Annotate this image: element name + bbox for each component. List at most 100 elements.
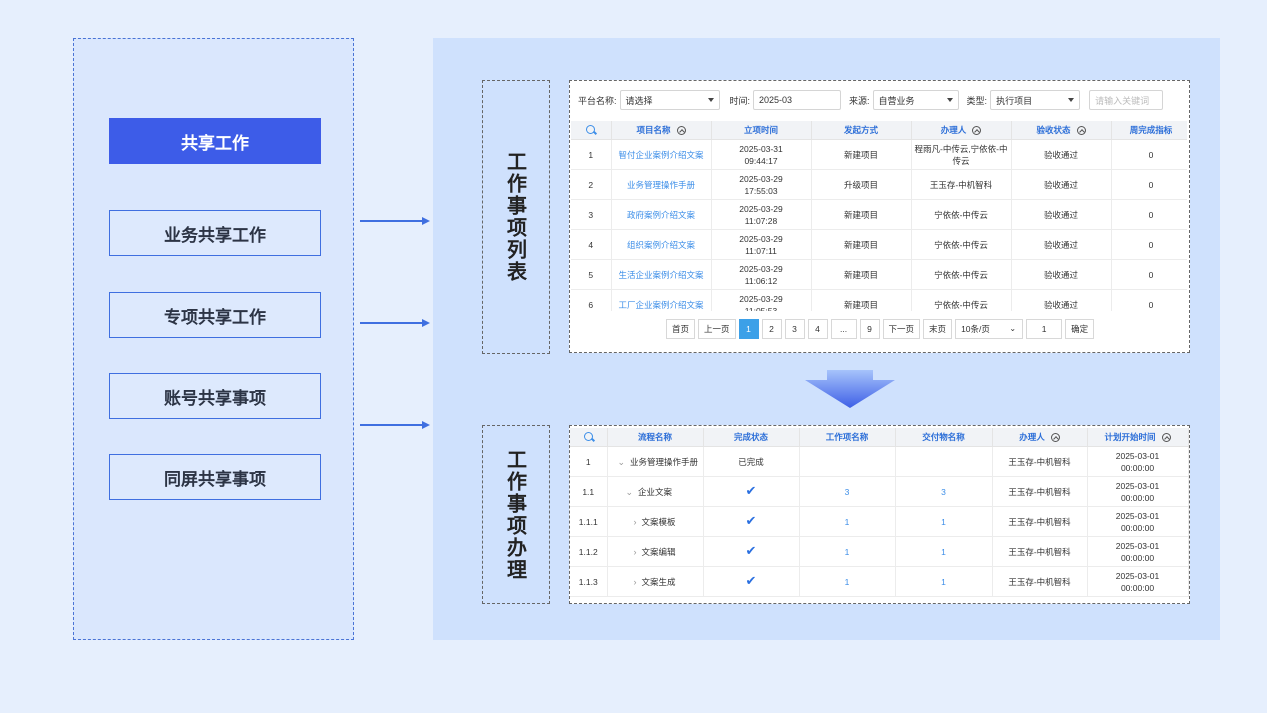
- handle-section-label: 工作事项办理: [482, 425, 550, 604]
- first-page-button[interactable]: 首页: [666, 319, 696, 339]
- table-search[interactable]: [571, 121, 612, 140]
- row-number: 1.1: [570, 476, 608, 507]
- search-icon[interactable]: [583, 431, 593, 441]
- deliverable-count[interactable]: [895, 446, 993, 477]
- complete-status: ✔: [703, 536, 800, 567]
- prev-page-button[interactable]: 上一页: [698, 319, 736, 339]
- work-item-count[interactable]: 1: [799, 566, 896, 597]
- chevron-down-icon: [1068, 98, 1075, 102]
- work-item-count[interactable]: [799, 446, 896, 477]
- page-9[interactable]: 9: [859, 319, 880, 339]
- col-method: 发起方式: [811, 121, 912, 140]
- category-business-shared[interactable]: 业务共享工作: [109, 210, 321, 256]
- platform-select[interactable]: 请选择: [619, 90, 720, 110]
- keyword-input[interactable]: 请输入关键词: [1089, 90, 1164, 110]
- chevron-right-icon[interactable]: ›: [633, 576, 637, 587]
- goto-page-input[interactable]: 1: [1026, 319, 1063, 339]
- check-icon: ✔: [745, 483, 757, 498]
- project-name-link[interactable]: 组织案例介绍文案: [611, 229, 712, 260]
- sort-icon[interactable]: [1076, 126, 1086, 136]
- page-3[interactable]: 3: [784, 319, 805, 339]
- deliverable-count[interactable]: 1: [895, 506, 993, 537]
- flow-name[interactable]: ⌄业务管理操作手册: [607, 446, 704, 477]
- project-name-link[interactable]: 业务管理操作手册: [611, 169, 712, 200]
- status: 验收通过: [1011, 139, 1112, 170]
- project-name-link[interactable]: 智付企业案例介绍文案: [611, 139, 712, 170]
- chevron-down-icon[interactable]: ⌄: [625, 486, 634, 497]
- confirm-button[interactable]: 确定: [1065, 319, 1095, 339]
- last-page-button[interactable]: 末页: [923, 319, 953, 339]
- category-account-shared[interactable]: 账号共享事项: [109, 373, 321, 419]
- category-screen-shared[interactable]: 同屏共享事项: [109, 454, 321, 500]
- connector-arrow: [360, 319, 430, 327]
- work-item-count[interactable]: 1: [799, 506, 896, 537]
- chevron-right-icon[interactable]: ›: [633, 516, 637, 527]
- complete-status: ✔: [703, 566, 800, 597]
- page-2[interactable]: 2: [761, 319, 782, 339]
- sort-icon[interactable]: [1050, 433, 1060, 443]
- page-1[interactable]: 1: [738, 319, 759, 339]
- metric: 0: [1111, 259, 1187, 290]
- type-select[interactable]: 执行项目: [990, 90, 1081, 110]
- list-section-label: 工作事项列表: [482, 80, 550, 354]
- category-shared-work[interactable]: 共享工作: [109, 118, 321, 164]
- flow-name[interactable]: ›文案生成: [607, 566, 704, 597]
- sort-icon[interactable]: [972, 126, 982, 136]
- flow-name[interactable]: ›文案编辑: [607, 536, 704, 567]
- page-ellipsis[interactable]: ...: [830, 319, 857, 339]
- complete-status: ✔: [703, 506, 800, 537]
- page-size-select[interactable]: 10条/页 ⌄: [955, 319, 1024, 339]
- search-icon[interactable]: [586, 124, 596, 134]
- row-number: 1.1.2: [570, 536, 608, 567]
- page-4[interactable]: 4: [807, 319, 828, 339]
- deliverable-count[interactable]: 1: [895, 566, 993, 597]
- chevron-down-icon[interactable]: ⌄: [617, 456, 626, 467]
- chevron-right-icon[interactable]: ›: [633, 546, 637, 557]
- col-project-name: 项目名称: [611, 121, 712, 140]
- project-name-link[interactable]: 工厂企业案例介绍文案: [611, 289, 712, 311]
- sort-icon[interactable]: [1161, 433, 1171, 443]
- flow-card: 流程名称 完成状态 工作项名称 交付物名称 办理人 计划开始时间 1⌄业务管理操…: [569, 425, 1190, 604]
- metric: 0: [1111, 169, 1187, 200]
- metric: 0: [1111, 139, 1187, 170]
- work-item-count[interactable]: 1: [799, 536, 896, 567]
- col-complete-status: 完成状态: [703, 428, 800, 447]
- handler: 王玉存-中机智科: [992, 536, 1088, 567]
- category-special-shared[interactable]: 专项共享工作: [109, 292, 321, 338]
- flow-name[interactable]: ›文案模板: [607, 506, 704, 537]
- sort-icon[interactable]: [676, 126, 686, 136]
- table-search[interactable]: [570, 428, 608, 447]
- filter-bar: 平台名称: 请选择 时间: 2025-03 来源: 自营业务 类型: 执行项目 …: [578, 89, 1164, 111]
- deliverable-count[interactable]: 3: [895, 476, 993, 507]
- row-number: 1: [570, 446, 608, 477]
- method: 新建项目: [811, 229, 912, 260]
- time-input[interactable]: 2025-03: [753, 90, 842, 110]
- project-name-link[interactable]: 政府案例介绍文案: [611, 199, 712, 230]
- handler: 王玉存-中机智科: [992, 476, 1088, 507]
- deliverable-count[interactable]: 1: [895, 536, 993, 567]
- project-name-link[interactable]: 生活企业案例介绍文案: [611, 259, 712, 290]
- source-select[interactable]: 自营业务: [872, 90, 959, 110]
- project-list-card: 平台名称: 请选择 时间: 2025-03 来源: 自营业务 类型: 执行项目 …: [569, 80, 1190, 353]
- flow-name[interactable]: ⌄企业文案: [607, 476, 704, 507]
- type-label: 类型:: [966, 95, 988, 106]
- work-item-count[interactable]: 3: [799, 476, 896, 507]
- next-page-button[interactable]: 下一页: [882, 319, 921, 339]
